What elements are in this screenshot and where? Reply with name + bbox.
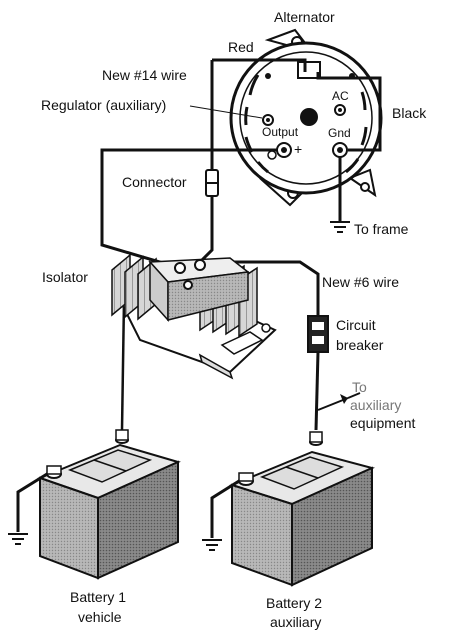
regulator-leader-line xyxy=(189,105,263,119)
breaker-to-battery2-wire xyxy=(314,351,320,431)
new6-wire xyxy=(208,260,320,318)
black-wire xyxy=(316,72,382,152)
label-battery2: Battery 2 xyxy=(266,595,322,611)
frame-ground-icon xyxy=(330,221,350,233)
battery2-ground-wire xyxy=(210,479,240,538)
label-plus: + xyxy=(294,141,302,157)
label-breaker: breaker xyxy=(336,337,384,353)
label-to-frame: To frame xyxy=(354,221,409,237)
label-output: Output xyxy=(262,125,299,139)
output-wire xyxy=(100,148,277,270)
isolator-to-battery1-wire xyxy=(120,299,126,431)
battery2-ground-icon xyxy=(202,539,222,551)
label-aux: auxiliary xyxy=(270,614,321,630)
connector-wire xyxy=(198,195,214,264)
label-auxiliary: auxiliary xyxy=(350,397,401,413)
alternator xyxy=(229,28,383,207)
label-battery1: Battery 1 xyxy=(70,589,126,605)
label-gnd: Gnd xyxy=(328,126,351,140)
battery-1 xyxy=(37,429,181,580)
label-regulator: Regulator (auxiliary) xyxy=(41,97,166,113)
battery1-ground-icon xyxy=(8,533,28,545)
isolator xyxy=(111,253,277,380)
aux-arrow-icon xyxy=(340,394,348,404)
label-red: Red xyxy=(228,39,254,55)
battery-2 xyxy=(229,431,375,587)
label-new6: New #6 wire xyxy=(322,274,399,290)
label-to: To xyxy=(352,379,367,395)
label-ac: AC xyxy=(332,89,349,103)
circuit-breaker xyxy=(307,315,329,353)
label-new14: New #14 wire xyxy=(102,67,187,83)
label-alternator: Alternator xyxy=(274,9,335,25)
red-wire xyxy=(212,58,307,72)
label-vehicle: vehicle xyxy=(78,609,122,625)
wires xyxy=(100,58,382,431)
label-black: Black xyxy=(392,105,427,121)
battery1-ground-wire xyxy=(16,472,48,532)
label-circuit: Circuit xyxy=(336,317,376,333)
label-isolator: Isolator xyxy=(42,269,88,285)
label-connector: Connector xyxy=(122,174,187,190)
label-equipment: equipment xyxy=(350,415,415,431)
